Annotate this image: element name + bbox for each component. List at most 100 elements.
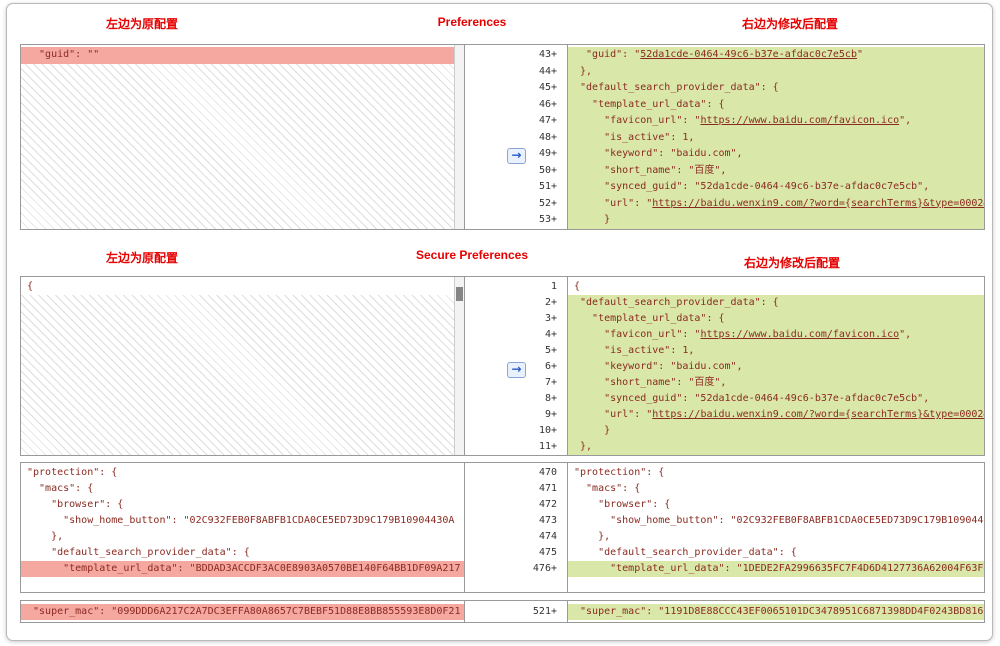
code-line[interactable]: "protection": {: [574, 467, 665, 478]
line-number: 5+: [544, 345, 557, 356]
line-number: 8+: [544, 393, 557, 404]
code-line[interactable]: },: [568, 439, 984, 455]
line-number: 44+: [538, 65, 557, 77]
merge-right-arrow-icon[interactable]: →: [507, 362, 526, 378]
line-number: 6+: [544, 361, 557, 372]
missing-lines-hatch: [21, 64, 454, 229]
code-line[interactable]: "protection": {: [27, 467, 118, 478]
original-pane: {: [21, 277, 465, 455]
code-line[interactable]: "is_active": 1,: [568, 343, 984, 359]
line-number: 47+: [538, 115, 557, 126]
original-pane: "super_mac": "099DDD6A217C2A7DC3EFFA80A8…: [21, 601, 465, 622]
line-number: 1: [550, 281, 557, 292]
line-number: 45+: [538, 82, 557, 93]
code-line[interactable]: },: [27, 531, 64, 542]
line-number: 52+: [538, 197, 557, 209]
code-line[interactable]: {: [27, 281, 34, 292]
diff-box-preferences: "guid": "" 43+44+45+46+47+48+49+50+51+52…: [20, 44, 985, 230]
line-number: 7+: [544, 377, 557, 388]
line-number: 2+: [544, 297, 557, 308]
gutter: 521+: [465, 601, 567, 622]
line-number: 474: [538, 531, 557, 542]
code-line[interactable]: "favicon_url": "https://www.baidu.com/fa…: [568, 113, 984, 130]
line-number: 473: [538, 515, 557, 526]
code-line[interactable]: "keyword": "baidu.com",: [568, 359, 984, 375]
link-text[interactable]: https://www.baidu.com/favicon.ico: [700, 329, 900, 340]
code-line[interactable]: "template_url_data": "1DEDE2FA2996635FC7…: [568, 561, 984, 577]
line-number: 475: [538, 547, 557, 558]
code-line[interactable]: "synced_guid": "52da1cde-0464-49c6-b37e-…: [568, 391, 984, 407]
code-line[interactable]: "short_name": "百度",: [568, 162, 984, 179]
line-number: 476+: [532, 563, 557, 574]
code-line[interactable]: "url": "https://baidu.wenxin9.com/?word=…: [568, 195, 984, 212]
code-line[interactable]: "template_url_data": "BDDAD3ACCDF3AC0E89…: [21, 561, 464, 577]
code-line[interactable]: }: [568, 212, 984, 229]
link-text[interactable]: https://www.baidu.com/favicon.ico: [700, 115, 900, 126]
code-line[interactable]: "template_url_data": {: [568, 96, 984, 113]
code-line[interactable]: "short_name": "百度",: [568, 375, 984, 391]
line-number: 43+: [538, 49, 557, 60]
line-number: 53+: [538, 214, 557, 225]
code-line[interactable]: "show_home_button": "02C932FEB0F8ABFB1CD…: [27, 515, 455, 526]
line-numbers: 521+: [465, 604, 557, 620]
line-number: 10+: [538, 425, 557, 436]
original-code-rows: "protection": { "macs": { "browser": { "…: [21, 465, 464, 577]
original-code-rows: {: [21, 279, 454, 295]
code-line[interactable]: "url": "https://baidu.wenxin9.com/?word=…: [568, 407, 984, 423]
code-line[interactable]: "default_search_provider_data": {: [574, 547, 797, 558]
left-scrollbar[interactable]: [454, 277, 464, 455]
line-number: 49+: [538, 148, 557, 159]
modified-code-rows: { "default_search_provider_data": { "tem…: [568, 279, 984, 455]
modified-pane: { "default_search_provider_data": { "tem…: [567, 277, 984, 455]
code-line[interactable]: "show_home_button": "02C932FEB0F8ABFB1CD…: [574, 515, 984, 526]
modified-code-rows: "protection": { "macs": { "browser": { "…: [568, 465, 984, 577]
line-number: 3+: [544, 313, 557, 324]
code-line[interactable]: },: [568, 63, 984, 80]
merge-right-arrow-icon[interactable]: →: [507, 148, 526, 164]
line-number: 472: [538, 499, 557, 510]
line-number: 48+: [538, 131, 557, 143]
link-text[interactable]: https://baidu.wenxin9.com/?word={searchT…: [652, 409, 984, 420]
code-line[interactable]: "browser": {: [27, 499, 124, 510]
code-line[interactable]: "guid": "": [21, 47, 454, 64]
code-line[interactable]: "favicon_url": "https://www.baidu.com/fa…: [568, 327, 984, 343]
panel2-center-title: Secure Preferences: [415, 248, 529, 262]
code-line[interactable]: "macs": {: [574, 483, 641, 494]
code-line[interactable]: "default_search_provider_data": {: [27, 547, 250, 558]
code-line[interactable]: },: [574, 531, 611, 542]
modified-code-rows: "guid": "52da1cde-0464-49c6-b37e-afdac0c…: [568, 47, 984, 229]
gutter: 43+44+45+46+47+48+49+50+51+52+53+ →: [465, 45, 567, 229]
code-line[interactable]: "super_mac": "1191D8E88CCC43EF0065101DC3…: [568, 604, 984, 620]
code-line[interactable]: "default_search_provider_data": {: [568, 80, 984, 97]
code-line[interactable]: "is_active": 1,: [568, 129, 984, 146]
line-number: 521+: [532, 606, 557, 617]
panel2-left-title: 左边为原配置: [105, 251, 179, 265]
diff-box-super-mac: "super_mac": "099DDD6A217C2A7DC3EFFA80A8…: [20, 600, 985, 623]
line-number: 9+: [544, 409, 557, 420]
link-text[interactable]: https://baidu.wenxin9.com/?word={searchT…: [652, 197, 984, 209]
line-number: 46+: [538, 98, 557, 110]
modified-pane: "super_mac": "1191D8E88CCC43EF0065101DC3…: [567, 601, 984, 622]
code-line[interactable]: "template_url_data": {: [568, 311, 984, 327]
line-numbers: 43+44+45+46+47+48+49+50+51+52+53+: [465, 47, 557, 229]
code-line[interactable]: }: [568, 423, 984, 439]
code-line[interactable]: "default_search_provider_data": {: [568, 295, 984, 311]
original-pane: "protection": { "macs": { "browser": { "…: [21, 463, 465, 592]
code-line[interactable]: "guid": "52da1cde-0464-49c6-b37e-afdac0c…: [568, 47, 984, 64]
link-text[interactable]: 52da1cde-0464-49c6-b37e-afdac0c7e5cb: [640, 49, 857, 60]
code-line[interactable]: "synced_guid": "52da1cde-0464-49c6-b37e-…: [568, 179, 984, 196]
panel1-center-title: Preferences: [437, 15, 507, 29]
original-code-rows: "guid": "": [21, 47, 454, 64]
code-line[interactable]: {: [574, 281, 581, 292]
left-scrollbar[interactable]: [454, 45, 464, 229]
code-line[interactable]: "browser": {: [574, 499, 671, 510]
scrollbar-thumb[interactable]: [456, 287, 463, 301]
code-line[interactable]: "macs": {: [27, 483, 94, 494]
code-line[interactable]: "keyword": "baidu.com",: [568, 146, 984, 163]
code-line[interactable]: "super_mac": "099DDD6A217C2A7DC3EFFA80A8…: [21, 604, 464, 620]
line-number: 4+: [544, 329, 557, 340]
